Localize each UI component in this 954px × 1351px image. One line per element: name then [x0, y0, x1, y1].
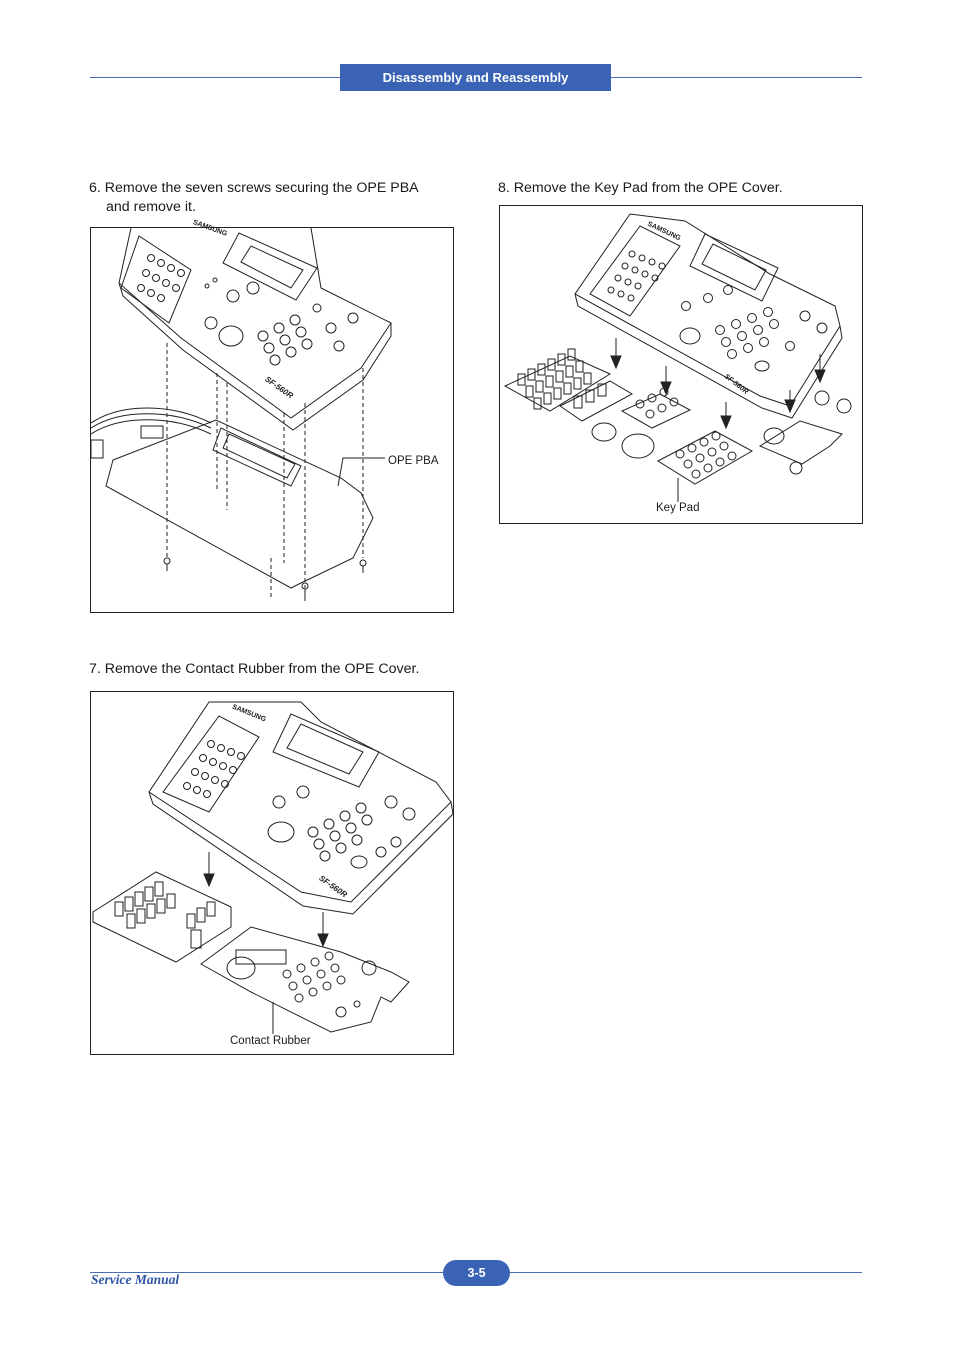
callout-key-pad: Key Pad — [656, 502, 700, 514]
step-7-text: 7. Remove the Contact Rubber from the OP… — [89, 660, 449, 679]
page-number-text: 3-5 — [467, 1266, 486, 1280]
callout-ope-pba: OPE PBA — [388, 455, 439, 467]
key-pad-illustration — [503, 213, 852, 502]
step-8-text: 8. Remove the Key Pad from the OPE Cover… — [498, 179, 858, 198]
page-number: 3-5 — [443, 1260, 510, 1286]
step-8-line1: 8. Remove the Key Pad from the OPE Cover… — [498, 180, 783, 196]
figure-ope-pba: SAMSUNG SF-560R OPE PBA — [90, 219, 454, 613]
step-6-text: 6. Remove the seven screws securing the … — [89, 179, 449, 217]
step-6-line2: and remove it. — [106, 199, 196, 215]
ope-pba-illustration — [91, 228, 392, 601]
figure-contact-rubber: SAMSUNG SF-560R Contact Rubber — [90, 691, 454, 1055]
footer-label: Service Manual — [91, 1272, 180, 1287]
section-header: Disassembly and Reassembly — [340, 64, 611, 91]
contact-rubber-illustration — [92, 701, 453, 1034]
figure-key-pad: SAMSUNG SF-560R Key Pad — [499, 205, 863, 524]
section-title: Disassembly and Reassembly — [382, 70, 569, 85]
step-7-line1: 7. Remove the Contact Rubber from the OP… — [89, 661, 420, 677]
callout-contact-rubber: Contact Rubber — [230, 1035, 311, 1047]
step-6-line1: 6. Remove the seven screws securing the … — [89, 180, 419, 196]
